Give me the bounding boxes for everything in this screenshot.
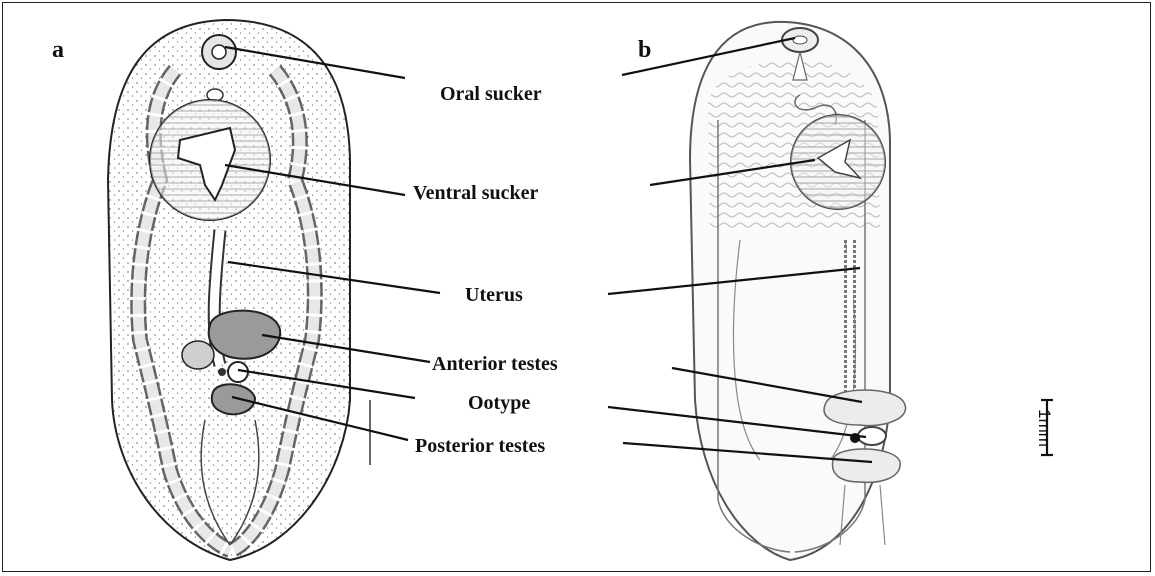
label-ootype: Ootype (468, 392, 530, 414)
specimen-b (690, 22, 906, 560)
scale-bar-label: 1mm (1035, 409, 1054, 447)
label-anterior-testes: Anterior testes (432, 353, 558, 375)
label-posterior-testes: Posterior testes (415, 435, 545, 457)
panel-label-b: b (638, 37, 651, 63)
label-ventral-sucker: Ventral sucker (413, 182, 538, 204)
anterior-testis-b (824, 390, 906, 426)
anterior-testis-a (209, 311, 280, 359)
label-uterus: Uterus (465, 284, 523, 306)
posterior-testis-b (832, 449, 900, 482)
specimen-a (108, 20, 370, 560)
posterior-testis-a (212, 384, 255, 414)
label-oral-sucker: Oral sucker (440, 83, 542, 105)
panel-label-a: a (52, 37, 64, 63)
scale-bar-b: 1mm (1035, 400, 1054, 455)
